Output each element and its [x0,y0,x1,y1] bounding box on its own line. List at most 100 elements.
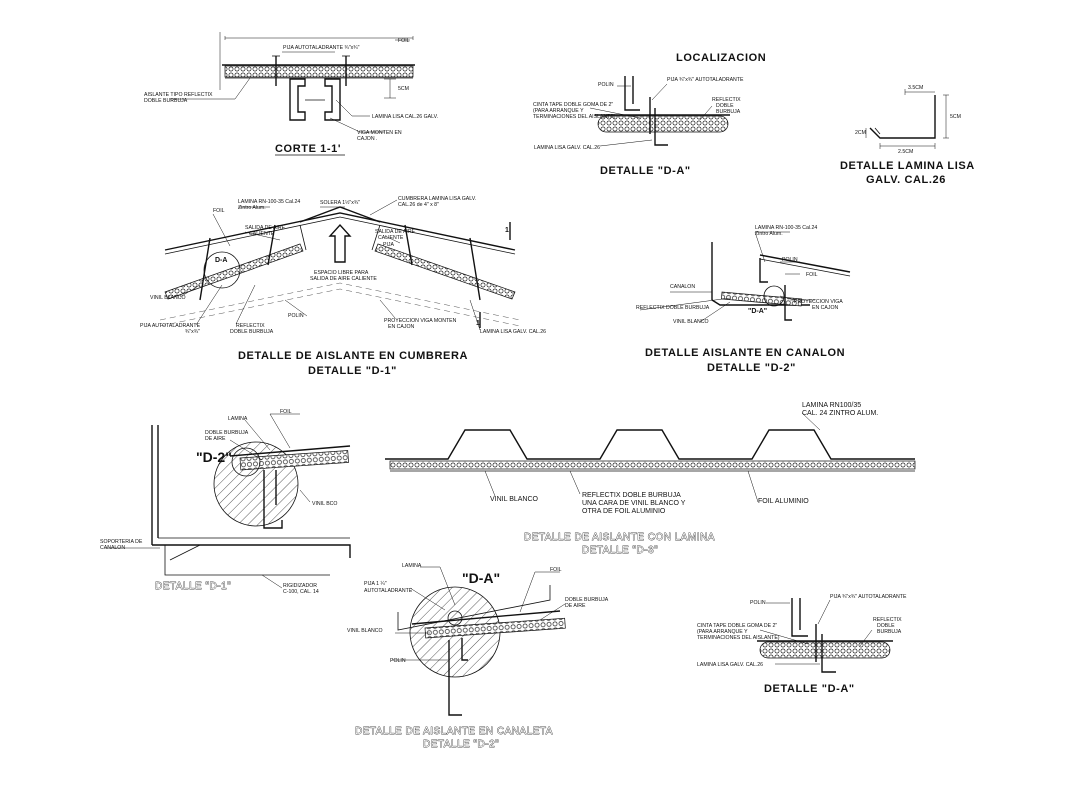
canaleta-title-2: DETALLE "D-2" [423,739,499,750]
cumbrera-caliente-label: CALIENTE [249,231,275,237]
corte-1-1-detail: FOIL PIJA AUTOTALADRANTE ¾"x¾" AISLANTE … [144,32,438,156]
da-bottom-detail: POLIN PIJA ¾"x¾" AUTOTALADRANTE CINTA TA… [697,594,907,695]
cumbrera-espacio-label-1: ESPACIO LIBRE PARA [314,270,369,276]
canaleta-pija-label-1: PIJA 1 ¼" [364,581,387,587]
cumbrera-salida-label: SALIDA DE AIRE [245,225,286,231]
d3-title-2: DETALLE "D-3" [582,545,658,556]
canalon-da-tag: "D-A" [748,308,767,315]
cumbrera-pija-label: PIJA [383,242,394,248]
d3-foil-label: FOIL ALUMINIO [758,498,809,505]
canalon-polin-label: POLIN [782,257,798,263]
lamina-dim-bottom: 2.5CM [898,149,913,155]
d3-detail: LAMINA RN100/35 CAL. 24 ZINTRO ALUM. VIN… [385,402,916,556]
d1-soporteria-label-1: SOPORTERIA DE [100,539,143,545]
da2-reflectix-label-2: DOBLE [877,623,895,629]
cumbrera-vinil-label: VINIL BLANCO [150,295,186,301]
loc-lamina-label: LAMINA LISA GALV. CAL.26 [534,145,600,151]
corte-pija-label: PIJA AUTOTALADRANTE ¾"x¾" [283,45,360,51]
d1-foil-label: FOIL [280,409,292,415]
cumbrera-da-tag: D-A [215,257,227,264]
cumbrera-pija-label-2: ¾"x¾" [185,329,200,335]
canalon-proyeccion-label-1: PROYECCION VIGA [794,299,843,305]
da2-cinta-label-2: (PARA ARRANQUE Y [697,629,748,635]
canaleta-polin-label: POLIN [390,658,406,664]
d3-vinil-label: VINIL BLANCO [490,496,539,503]
loc-cinta-label-3: TERMINACIONES DEL AISLANTE) [533,114,616,120]
canalon-proyeccion-label-2: EN CAJON [812,305,838,311]
corte-lamina-label: LAMINA LISA CAL.26 GALV. [372,114,438,120]
cumbrera-pija-label-1: PIJA AUTOTALADRANTE [140,323,201,329]
canalon-foil-label: FOIL [806,272,818,278]
loc-reflectix-label-2: DOBLE [716,103,734,109]
da2-polin-label: POLIN [750,600,766,606]
cumbrera-lamina-label-1: LAMINA RN-100-35 Cal.24 [238,199,300,205]
corte-title: CORTE 1-1' [275,143,341,155]
cumbrera-caliente-label-r: CALIENTE [378,235,404,241]
corte-viga-label-1: VIGA MONTEN EN [357,130,402,136]
loc-reflectix-label-3: BURBUJA [716,109,741,115]
canaleta-da-tag: "D-A" [462,570,500,586]
da2-cinta-label-1: CINTA TAPE DOBLE GOMA DE 2" [697,623,777,629]
da2-lamina-label: LAMINA LISA GALV. CAL.26 [697,662,763,668]
d3-reflectix-label-2: UNA CARA DE VINIL BLANCO Y [582,500,686,507]
d1-vinil-label: VINIL BCO [312,501,337,507]
d3-lamina-label-2: CAL. 24 ZINTRO ALUM. [802,410,878,417]
canaleta-pija-label-2: AUTOTALADRANTE [364,588,413,594]
d1-doble-label-2: DE AIRE [205,436,226,442]
cumbrera-marker-bottom: 1 [476,320,480,327]
canalon-canalon-label: CANALON [670,284,695,290]
canalon-reflectix-label: REFLECTIX DOBLE BURBUJA [636,305,710,311]
d3-title-1: DETALLE DE AISLANTE CON LAMINA [524,532,715,543]
d1-doble-label-1: DOBLE BURBUJA [205,430,249,436]
cumbrera-cumbrera-label-1: CUMBRERA LAMINA LISA GALV. [398,196,476,202]
localizacion-heading: LOCALIZACION [676,52,766,64]
cumbrera-foil-label: FOIL [213,208,225,214]
cumbrera-proyeccion-label-1: PROYECCION VIGA MONTEN [384,318,457,324]
d1-detail: FOIL LAMINA DOBLE BURBUJA DE AIRE "D-2" … [100,409,351,595]
cumbrera-detail: LAMINA RN-100-35 Cal.24 Zintro Alum. SOL… [140,196,546,377]
d3-lamina-label-1: LAMINA RN100/35 [802,402,861,409]
d1-rigidizador-label-2: C-100, CAL. 14 [283,589,319,595]
canalon-vinil-label: VINIL BLANCO [673,319,709,325]
lamina-dim-left: 2CM [855,130,866,136]
cumbrera-title-2: DETALLE "D-1" [308,365,397,377]
cumbrera-espacio-label-2: SALIDA DE AIRE CALIENTE [310,276,377,282]
d3-reflectix-label-1: REFLECTIX DOBLE BURBUJA [582,492,681,499]
corte-dim-label: 5CM [398,86,409,92]
cumbrera-reflectix-label-1: REFLECTIX [236,323,265,329]
d1-soporteria-label-2: CANALON [100,545,125,551]
cumbrera-salida-label-r: SALIDA DE AIRE [375,229,416,235]
corte-foil-label: FOIL [398,38,410,44]
canaleta-doble-label-2: DE AIRE [565,603,586,609]
cumbrera-lamina-lisa-label: LAMINA LISA GALV. CAL.26 [480,329,546,335]
canalon-detail: LAMINA RN-100-35 Cal.24 Zintro Alum. POL… [636,225,851,374]
canaleta-title-1: DETALLE DE AISLANTE EN CANALETA [355,726,553,737]
da2-reflectix-label-1: REFLECTIX [873,617,902,623]
d1-rigidizador-label-1: RIGIDIZADOR [283,583,317,589]
canaleta-vinil-label: VINIL BLANCO [347,628,383,634]
d1-d2-tag: "D-2" [196,449,232,465]
canalon-lamina-label-2: Zintro Alum. [755,231,783,237]
cumbrera-marker-top: 1 [505,227,509,234]
da2-pija-label: PIJA ¾"x¾" AUTOTALADRANTE [830,594,907,600]
corte-viga-label-2: CAJON . [357,136,377,142]
canalon-lamina-label-1: LAMINA RN-100-35 Cal.24 [755,225,817,231]
cumbrera-proyeccion-label-2: EN CAJON [388,324,414,330]
loc-cinta-label-2: (PARA ARRANQUE Y [533,108,584,114]
canaleta-doble-label-1: DOBLE BURBUJA [565,597,609,603]
cumbrera-title-1: DETALLE DE AISLANTE EN CUMBRERA [238,350,468,362]
localizacion-detail: LOCALIZACION POLIN PIJA ¾"x¾" AUTOTALADR… [533,52,766,177]
lamina-title-1: DETALLE LAMINA LISA [840,160,975,172]
cumbrera-reflectix-label-2: DOBLE BURBUJA [230,329,274,335]
d3-reflectix-label-3: OTRA DE FOIL ALUMINIO [582,508,666,515]
loc-title: DETALLE "D-A" [600,165,691,177]
cumbrera-lamina-label-2: Zintro Alum. [238,205,266,211]
canaleta-lamina-label: LAMINA [402,563,422,569]
lamina-dim-right: 5CM [950,114,961,120]
da2-cinta-label-3: TERMINACIONES DEL AISLANTE) [697,635,780,641]
d1-lamina-label: LAMINA [228,416,248,422]
canaleta-foil-label: FOIL [550,567,562,573]
loc-polin-label: POLIN [598,82,614,88]
